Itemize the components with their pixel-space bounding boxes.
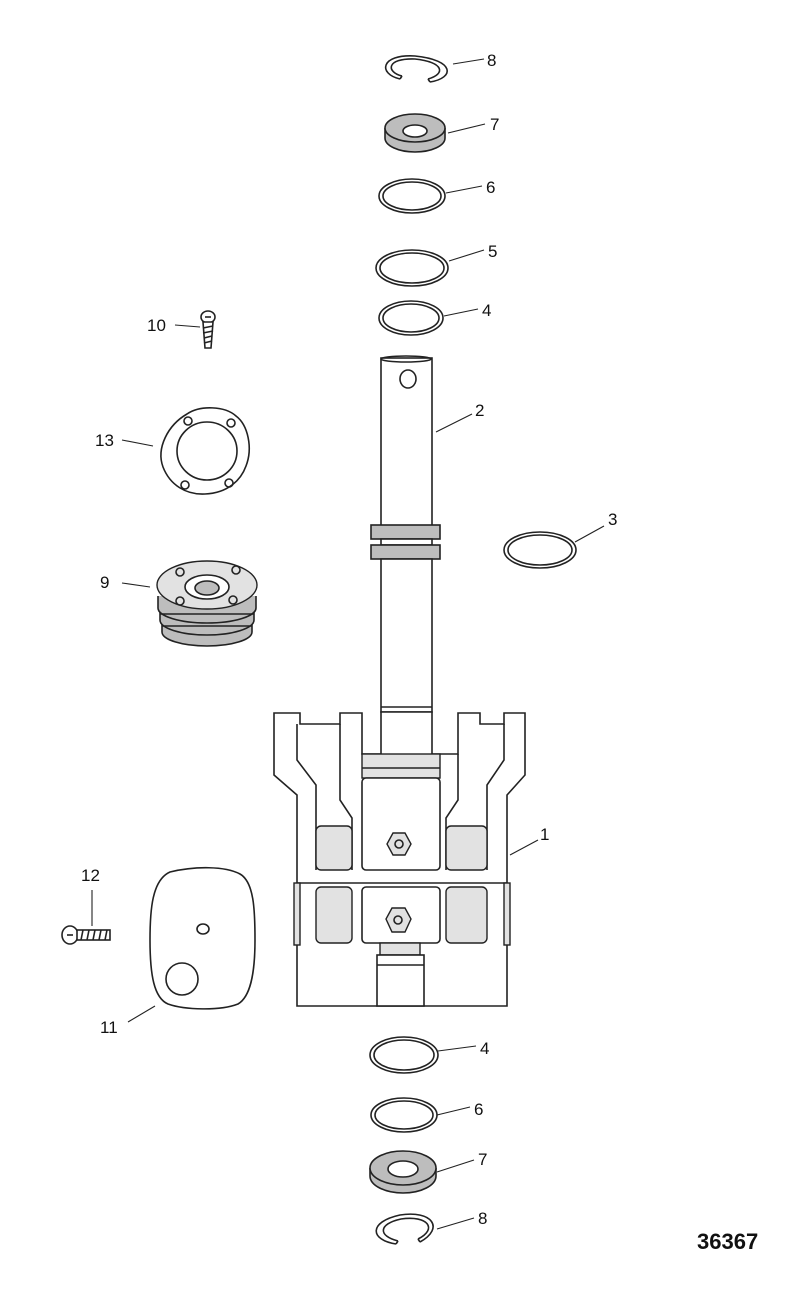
callout-1: 1 [540, 825, 549, 844]
callout-12: 12 [81, 866, 100, 885]
part-4-o-ring-bottom [369, 1036, 439, 1074]
part-3-o-ring [503, 531, 577, 569]
callout-4-bottom: 4 [480, 1039, 489, 1058]
part-6-o-ring-bottom [370, 1097, 438, 1133]
part-9-piston [156, 560, 258, 647]
part-6-o-ring-top [378, 178, 446, 214]
callout-7-bottom: 7 [478, 1150, 487, 1169]
part-8-snap-ring-bottom [375, 1213, 434, 1245]
callout-8-top: 8 [487, 51, 496, 70]
callout-6-top: 6 [486, 178, 495, 197]
callout-9: 9 [100, 573, 109, 592]
callout-4-top: 4 [482, 301, 491, 320]
part-1-cylinder-body [273, 711, 526, 1007]
callout-8-bottom: 8 [478, 1209, 487, 1228]
callout-3: 3 [608, 510, 617, 529]
part-7-washer-bottom [369, 1150, 437, 1194]
part-13-gasket [160, 407, 250, 495]
part-5-o-ring [375, 249, 449, 287]
part-12-screw [61, 925, 111, 945]
callout-6-bottom: 6 [474, 1100, 483, 1119]
callout-10: 10 [147, 316, 166, 335]
callout-5: 5 [488, 242, 497, 261]
part-7-washer-top [384, 113, 446, 153]
part-8-snap-ring-top [384, 55, 448, 83]
part-2-shaft [370, 355, 441, 713]
part-11-cover-plate [149, 866, 256, 1010]
part-10-screw [200, 310, 216, 349]
callout-7-top: 7 [490, 115, 499, 134]
callout-13: 13 [95, 431, 114, 450]
callout-11: 11 [100, 1018, 118, 1037]
figure-number: 36367 [697, 1229, 758, 1254]
part-4-o-ring-top [378, 300, 444, 336]
callout-2: 2 [475, 401, 484, 420]
